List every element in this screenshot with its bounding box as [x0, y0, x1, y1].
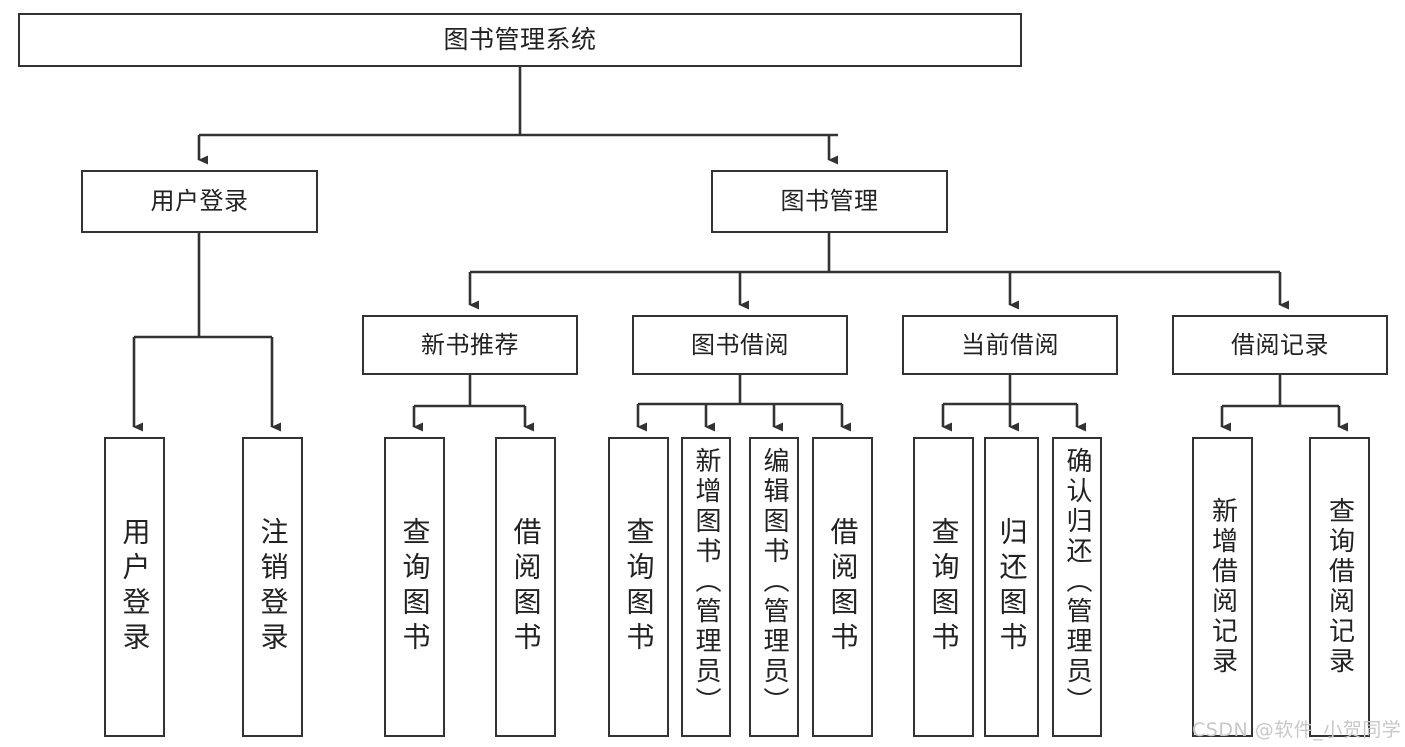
- node-borrow-record-label: 借阅记录: [1231, 330, 1329, 359]
- node-leaf-borrow-book-2[interactable]: 借阅图书: [812, 437, 873, 737]
- node-leaf-query-book-1-label: 查询图书: [398, 517, 432, 657]
- node-leaf-borrow-book-2-label: 借阅图书: [826, 517, 860, 657]
- node-leaf-query-book-1[interactable]: 查询图书: [384, 437, 445, 737]
- node-leaf-query-book-2[interactable]: 查询图书: [608, 437, 669, 737]
- node-borrow-record[interactable]: 借阅记录: [1172, 315, 1388, 375]
- node-leaf-query-book-3[interactable]: 查询图书: [913, 437, 974, 737]
- node-leaf-return-book-label: 归还图书: [995, 517, 1029, 657]
- node-leaf-query-book-2-label: 查询图书: [622, 517, 656, 657]
- node-leaf-add-book[interactable]: 新增图书（管理员）: [681, 437, 731, 737]
- node-book-borrow[interactable]: 图书借阅: [632, 315, 848, 375]
- node-leaf-query-record[interactable]: 查询借阅记录: [1309, 437, 1370, 737]
- node-leaf-borrow-book-1[interactable]: 借阅图书: [495, 437, 556, 737]
- node-current-borrow-label: 当前借阅: [961, 330, 1059, 359]
- node-leaf-add-record-label: 新增借阅记录: [1207, 497, 1238, 677]
- node-user-login[interactable]: 用户登录: [81, 170, 318, 233]
- node-leaf-confirm-return[interactable]: 确认归还（管理员）: [1052, 437, 1102, 737]
- node-book-manage[interactable]: 图书管理: [711, 170, 948, 233]
- node-leaf-query-record-label: 查询借阅记录: [1324, 497, 1355, 677]
- node-root-label: 图书管理系统: [443, 25, 597, 54]
- node-leaf-confirm-return-label: 确认归还（管理员）: [1062, 447, 1092, 717]
- node-leaf-user-login-label: 用户登录: [118, 517, 152, 657]
- node-leaf-add-record[interactable]: 新增借阅记录: [1192, 437, 1253, 737]
- node-leaf-user-login[interactable]: 用户登录: [104, 437, 165, 737]
- node-leaf-borrow-book-1-label: 借阅图书: [509, 517, 543, 657]
- node-leaf-logout[interactable]: 注销登录: [242, 437, 303, 737]
- node-leaf-edit-book[interactable]: 编辑图书（管理员）: [749, 437, 799, 737]
- node-leaf-return-book[interactable]: 归还图书: [984, 437, 1039, 737]
- node-book-borrow-label: 图书借阅: [691, 330, 789, 359]
- node-new-book-recommend[interactable]: 新书推荐: [362, 315, 578, 375]
- node-user-login-label: 用户登录: [150, 187, 249, 216]
- csdn-watermark: CSDN @软件_小贺同学: [1192, 719, 1402, 741]
- node-new-book-recommend-label: 新书推荐: [421, 330, 519, 359]
- node-current-borrow[interactable]: 当前借阅: [902, 315, 1118, 375]
- node-leaf-logout-label: 注销登录: [256, 517, 290, 657]
- node-leaf-add-book-label: 新增图书（管理员）: [691, 447, 721, 717]
- node-root[interactable]: 图书管理系统: [18, 13, 1022, 67]
- node-book-manage-label: 图书管理: [780, 187, 879, 216]
- node-leaf-query-book-3-label: 查询图书: [927, 517, 961, 657]
- node-leaf-edit-book-label: 编辑图书（管理员）: [759, 447, 789, 717]
